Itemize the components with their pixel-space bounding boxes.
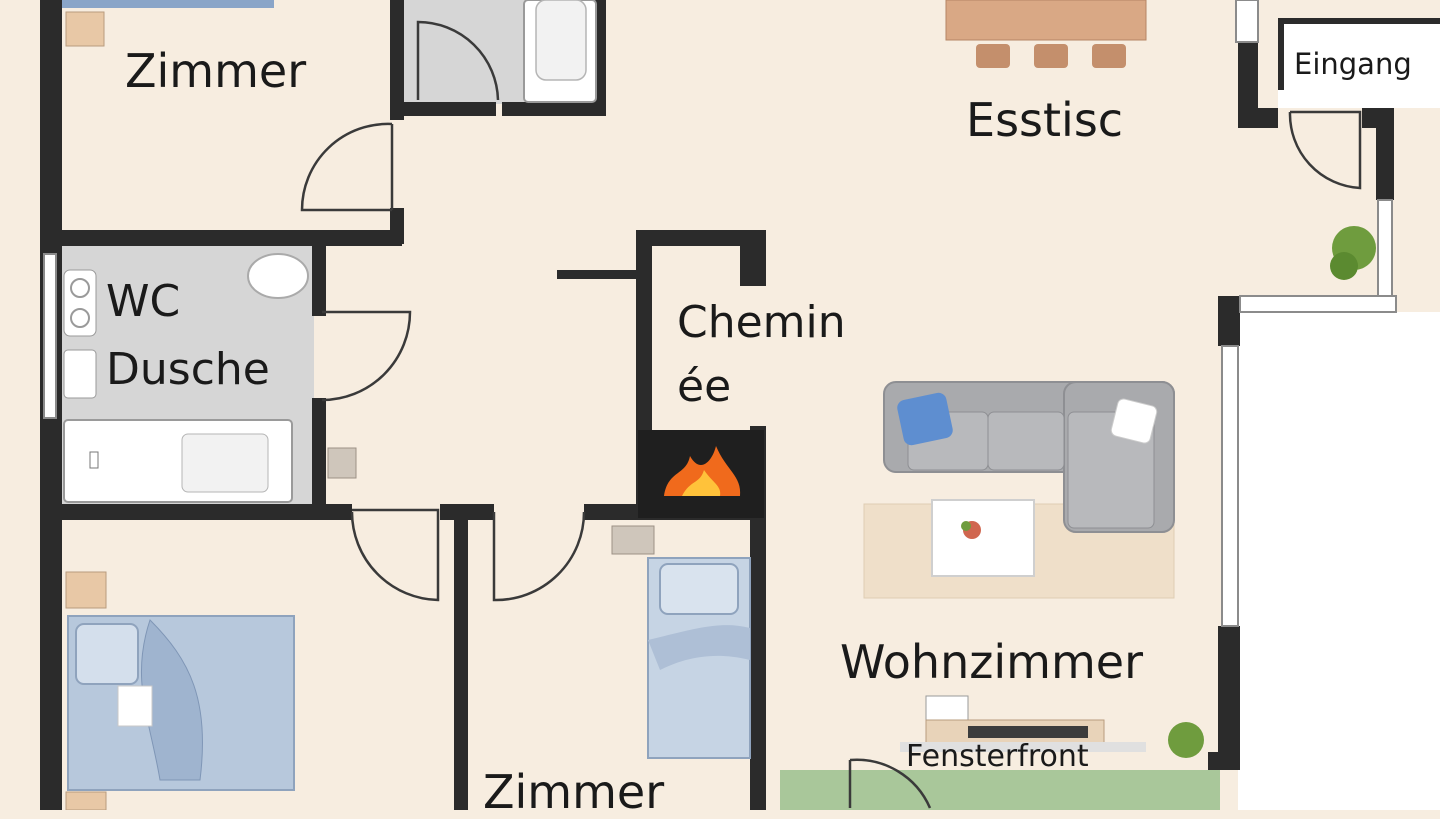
room-label-wohnzimmer: Wohnzimmer	[840, 635, 1143, 689]
sofa	[883, 381, 1175, 533]
exterior-area	[1238, 312, 1440, 810]
room-label-dusche: Dusche	[106, 344, 270, 395]
room-label-zimmer-bottom: Zimmer	[483, 765, 665, 819]
doors	[300, 20, 1362, 809]
plant-window	[1168, 722, 1204, 758]
tv-console	[900, 695, 1146, 752]
room-label-cheminee-line1: Chemin	[677, 297, 846, 348]
bed-middle	[611, 525, 751, 759]
room-label-wc: WC	[106, 276, 181, 327]
bed-top-left	[62, 0, 274, 8]
dining-table	[945, 0, 1147, 68]
plant-entrance	[1330, 226, 1376, 280]
coffee-table	[931, 499, 1035, 577]
room-label-eingang: Eingang	[1294, 47, 1412, 81]
room-label-zimmer-top: Zimmer	[125, 44, 307, 98]
terrace	[780, 770, 1220, 810]
room-label-esstisch: Esstisc	[966, 93, 1124, 147]
wc-fixtures	[63, 253, 309, 503]
nightstand-top	[65, 11, 105, 47]
entrance-area	[1278, 22, 1440, 108]
fireplace	[638, 430, 764, 518]
bed-bottom-left	[65, 571, 295, 810]
small-cabinet	[327, 447, 357, 479]
bathtub-top	[523, 0, 597, 103]
room-label-cheminee-line2: ée	[677, 361, 732, 412]
label-fensterfront: Fensterfront	[906, 739, 1089, 774]
windows	[43, 0, 1397, 627]
